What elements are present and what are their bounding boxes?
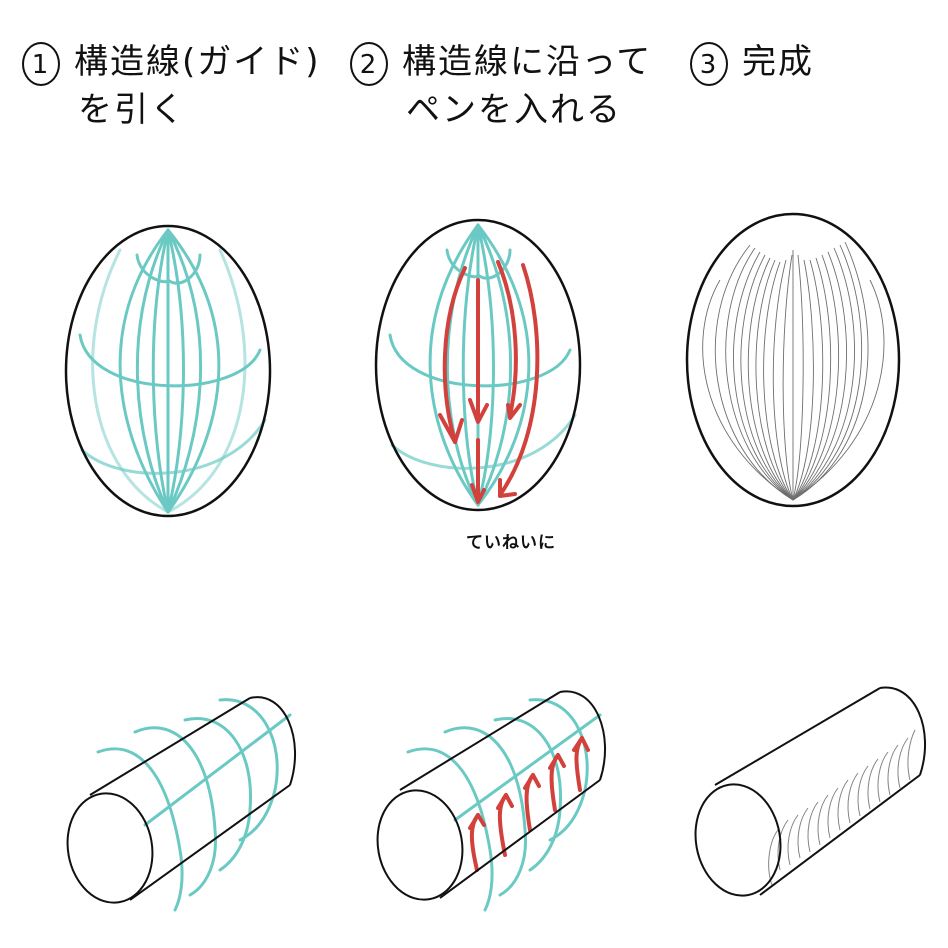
egg-hatched-figure — [685, 212, 901, 508]
egg-guides-figure — [64, 224, 272, 518]
cylinder-guides-arrows-figure — [376, 690, 606, 912]
step-2-title: 2 構造線に沿って ペンを入れる — [350, 38, 652, 134]
step-number-badge: 3 — [690, 41, 728, 86]
step-2-title-line2: ペンを入れる — [406, 90, 622, 130]
carefully-annotation: ていねいに — [466, 533, 556, 553]
step-1-title: 1 構造線(ガイド) を引く — [22, 38, 321, 134]
step-number-badge: 2 — [350, 41, 388, 86]
egg-guides-arrows-figure — [374, 218, 582, 512]
step-3-title-line1: 完成 — [742, 42, 814, 82]
step-number-badge: 1 — [22, 41, 60, 86]
step-1-title-line2: を引く — [78, 90, 186, 130]
step-2-title-line1: 構造線に沿って — [402, 42, 653, 82]
cylinder-hatched-figure — [694, 686, 926, 897]
step-1-title-line1: 構造線(ガイド) — [74, 42, 321, 82]
cylinder-guides-figure — [66, 696, 296, 912]
step-3-title: 3 完成 — [690, 38, 814, 86]
